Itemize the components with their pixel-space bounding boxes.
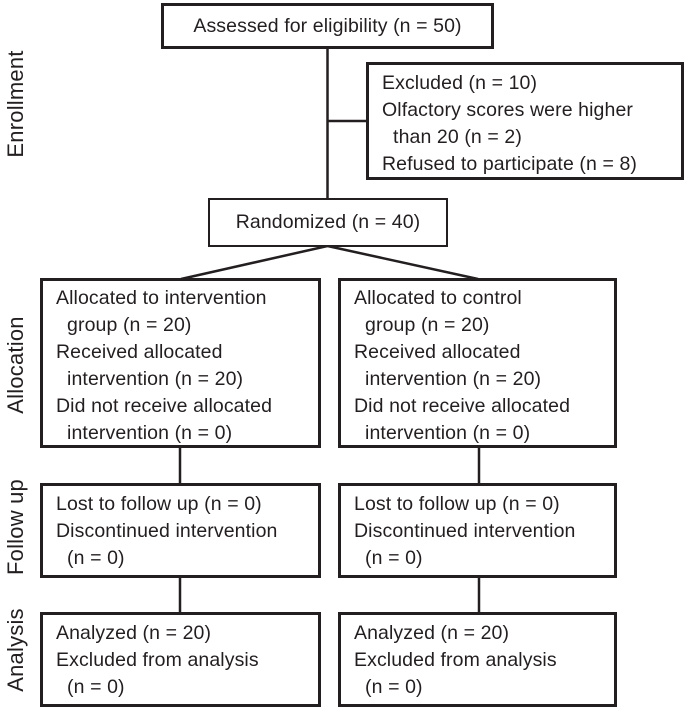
box-excluded: Excluded (n = 10) Olfactory scores were … [366,62,684,180]
stage-label-analysis: Analysis [3,608,28,692]
stage-label-allocation: Allocation [3,316,28,414]
box-allocated-intervention: Allocated to intervention group (n = 20)… [40,278,321,448]
box-analyzed-control: Analyzed (n = 20) Excluded from analysis… [338,612,617,707]
box-assessed-for-eligibility: Assessed for eligibility (n = 50) [161,3,494,49]
box-followup-control: Lost to follow up (n = 0) Discontinued i… [338,483,617,578]
stage-label-enrollment: Enrollment [3,50,28,158]
connector-randomized-to-control [327,244,479,281]
box-followup-intervention: Lost to follow up (n = 0) Discontinued i… [40,483,321,578]
box-analyzed-intervention: Analyzed (n = 20) Excluded from analysis… [40,612,321,707]
box-allocated-control: Allocated to control group (n = 20) Rece… [338,278,617,448]
connector-randomized-to-intervention [180,244,328,281]
box-randomized: Randomized (n = 40) [208,198,448,247]
stage-label-follow-up: Follow up [3,479,28,575]
